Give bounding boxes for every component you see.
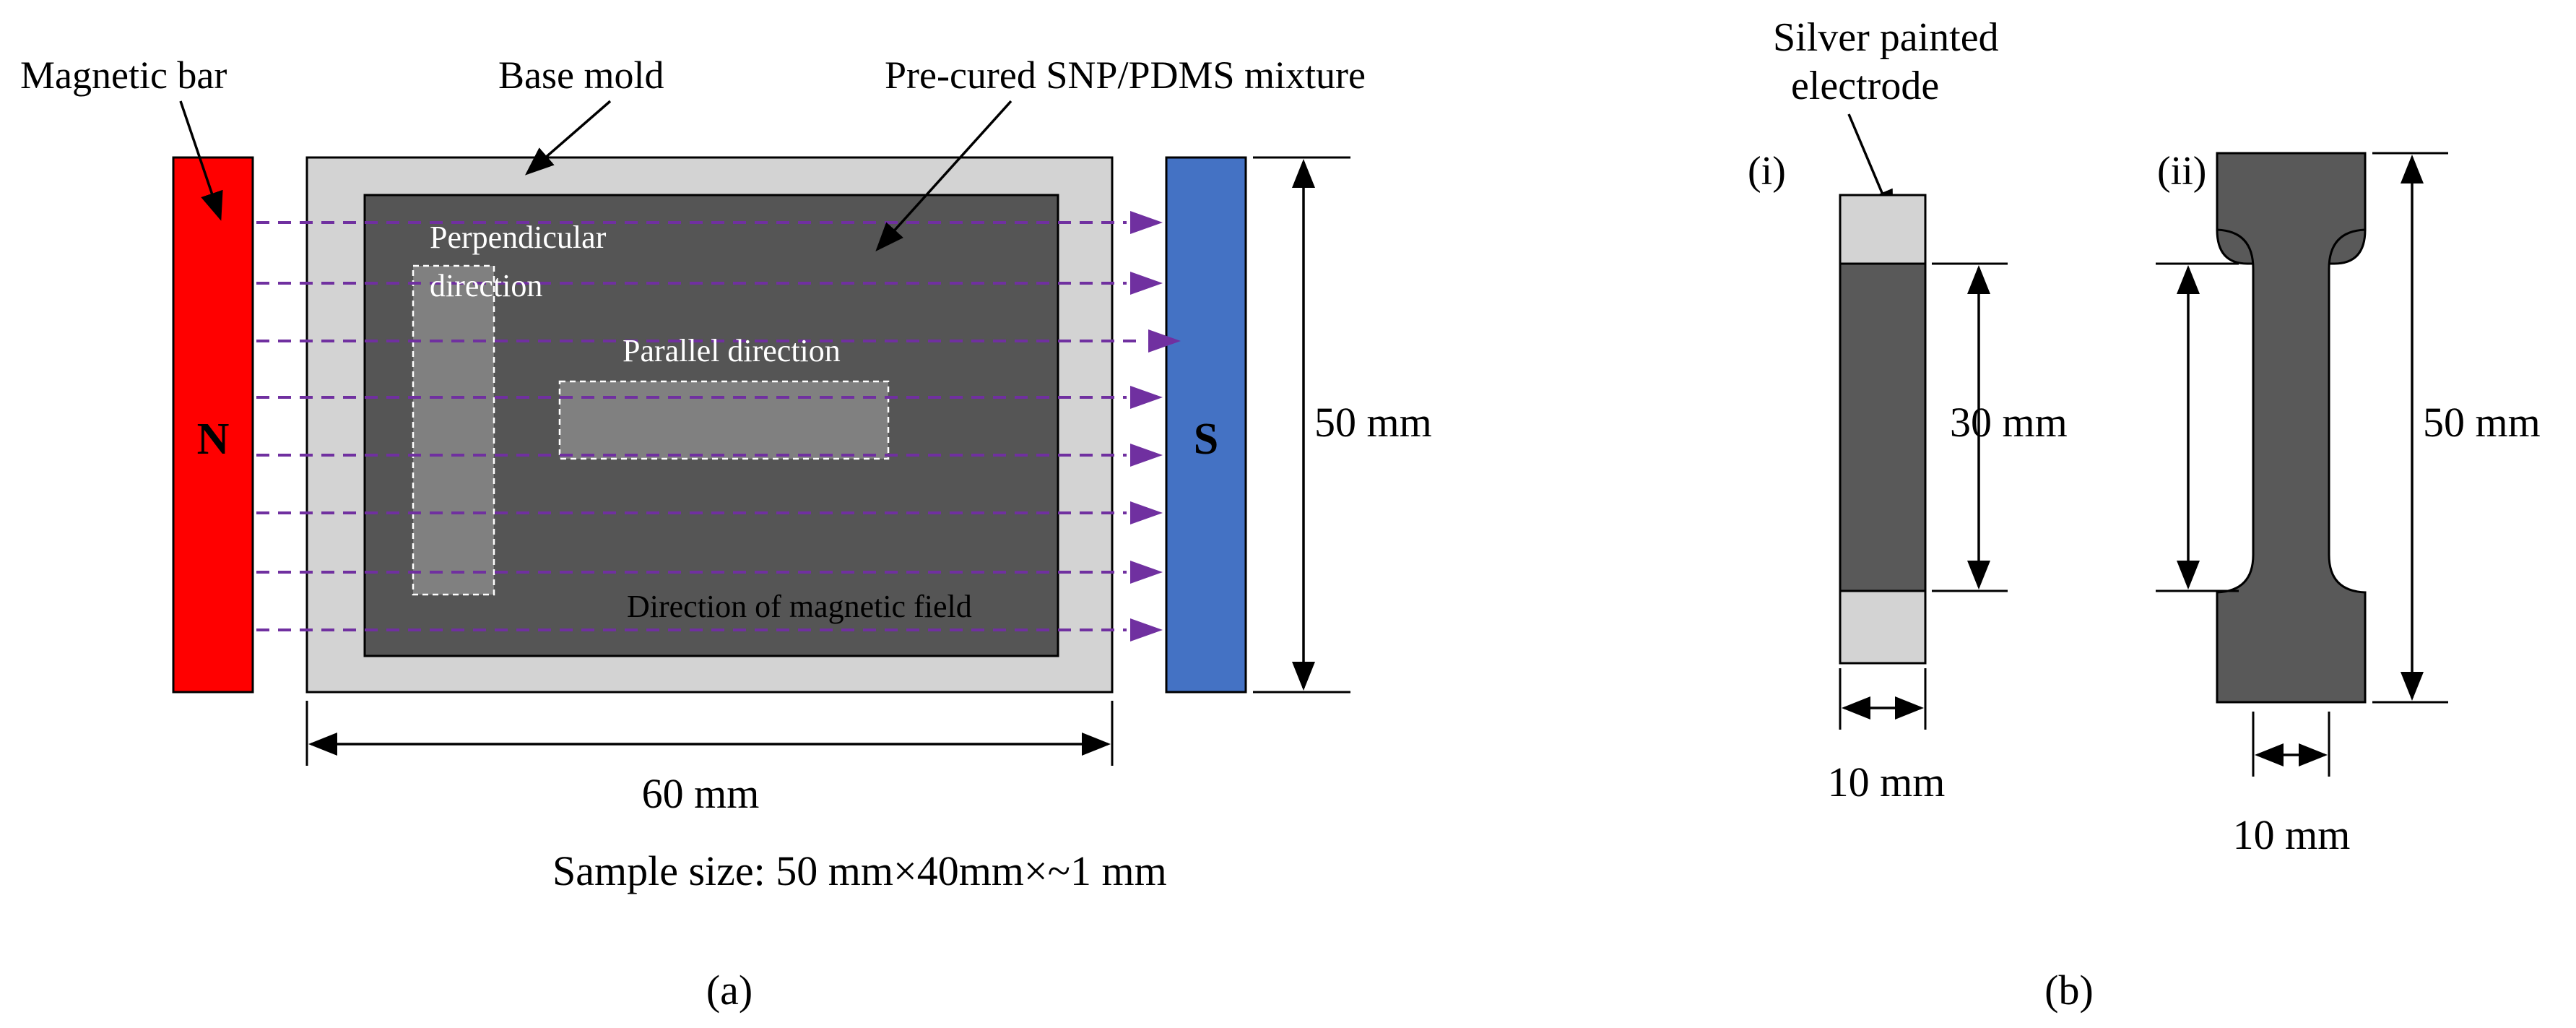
perpendicular-label-2: direction (430, 268, 542, 303)
label-i: (i) (1748, 149, 1786, 194)
height-dimension-label: 50 mm (1314, 399, 1432, 446)
magnet-s (1165, 156, 1247, 694)
mixture-label: Pre-cured SNP/PDMS mixture (885, 53, 1366, 97)
electrode-top (1839, 194, 1927, 265)
perpendicular-label-1: Perpendicular (430, 220, 607, 255)
ii-length-label: 50 mm (2423, 399, 2541, 446)
field-arrowheads (1130, 211, 1181, 642)
panel-b: Silver painted electrode (i) (ii) 30 mm … (1748, 15, 2541, 1014)
base-mold-label: Base mold (498, 53, 664, 97)
field-lines (256, 221, 1145, 631)
electrode-bottom (1839, 589, 1927, 665)
parallel-label: Parallel direction (623, 333, 841, 368)
ii-width-label: 10 mm (2233, 811, 2351, 858)
magnetic-bar-label: Magnetic bar (20, 53, 227, 97)
magnetic-bar-arrow (179, 100, 223, 221)
base-mold-arrow (524, 100, 612, 176)
label-ii: (ii) (2157, 149, 2206, 194)
caption-a: (a) (706, 967, 753, 1014)
panel-a: N S (20, 53, 1432, 1014)
pole-s-label: S (1194, 415, 1218, 464)
perpendicular-sample (412, 264, 495, 596)
sample-size-label: Sample size: 50 mm×40mm×~1 mm (552, 847, 1167, 894)
field-label: Direction of magnetic field (627, 589, 972, 624)
magnet-n (172, 156, 254, 694)
caption-b: (b) (2044, 967, 2094, 1014)
specimen-ii-dogbone (2216, 152, 2367, 704)
i-length-label: 30 mm (1950, 399, 2068, 446)
i-width-label: 10 mm (1828, 759, 1946, 805)
electrode-label-1: Silver painted (1773, 15, 1999, 60)
mixture-arrow (875, 100, 1012, 251)
parallel-sample (558, 380, 890, 460)
pole-n-label: N (197, 415, 230, 464)
width-dimension-label: 60 mm (642, 770, 760, 817)
electrode-label-2: electrode (1791, 64, 1939, 108)
